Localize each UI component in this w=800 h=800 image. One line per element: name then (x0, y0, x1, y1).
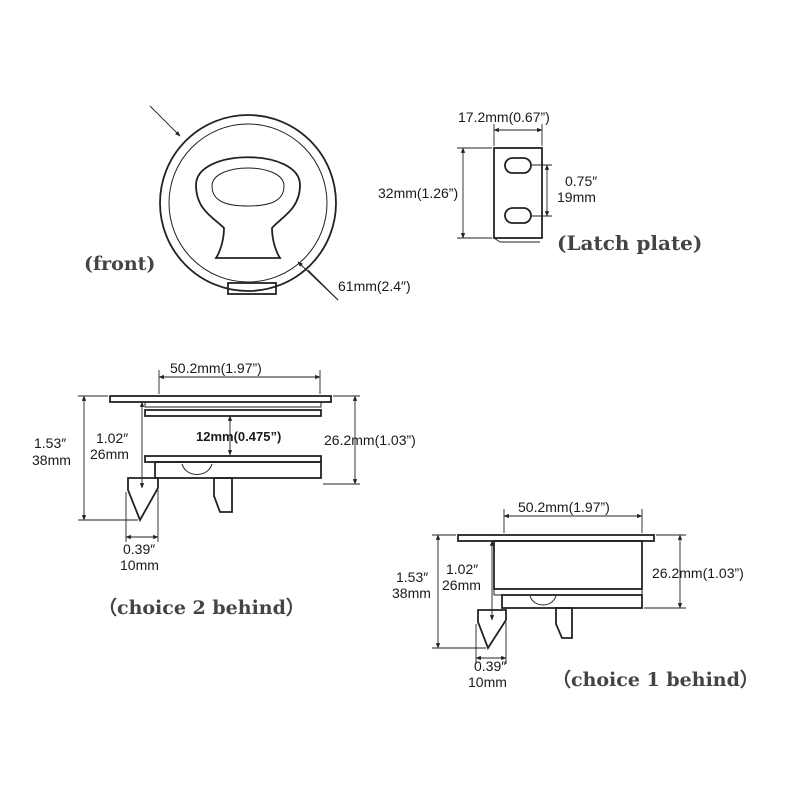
c2-hook (127, 477, 159, 523)
c1-top-width-label: 50.2mm(1.97”) (518, 499, 610, 515)
front-leader-arrow (297, 261, 339, 301)
c1-hook (477, 609, 507, 650)
c1-hook-mm: 10mm (468, 674, 507, 690)
c2-total-height-in: 1.53″ (34, 435, 66, 451)
front-base-tab (227, 282, 277, 295)
c2-latch-tongue (213, 477, 233, 513)
c1-hook-in: 0.39″ (474, 658, 506, 674)
c2-top-width-label: 50.2mm(1.97”) (170, 360, 262, 376)
c2-body-height-mm: 26mm (90, 446, 129, 462)
latch-caption: (Latch plate) (557, 231, 702, 255)
c2-hook-mm: 10mm (120, 557, 159, 573)
front-diameter-label: 61mm(2.4″) (338, 278, 411, 294)
front-inner-ring (168, 123, 328, 283)
c1-body-height-in: 1.02″ (446, 561, 478, 577)
c2-body-height-in: 1.02″ (96, 430, 128, 446)
choice-2-view: 50.2mm(1.97”) 12mm(0.475”) 1.53″ 38mm 1.… (32, 360, 416, 619)
latch-slot-spacing-mm: 19mm (557, 189, 596, 205)
c2-depth-label: 26.2mm(1.03”) (324, 432, 416, 448)
c1-total-height-mm: 38mm (392, 585, 431, 601)
front-caption: (front) (84, 253, 155, 275)
front-view: 61mm(2.4″) (front) (84, 105, 411, 301)
c2-flange (109, 395, 332, 403)
c2-hook-in: 0.39″ (123, 541, 155, 557)
c1-latch-tongue (555, 607, 573, 639)
latch-height-label: 32mm(1.26”) (378, 185, 458, 201)
pull-ring-opening (211, 167, 285, 207)
latch-width-label: 17.2mm(0.67”) (458, 109, 550, 125)
latch-slot-spacing-in: 0.75″ (565, 173, 597, 189)
latch-plate-body (493, 147, 543, 239)
latch-slot-top (504, 157, 532, 174)
pull-ring-handle (195, 156, 301, 259)
c1-total-height-in: 1.53″ (396, 569, 428, 585)
c2-caption: （choice 2 behind） (98, 596, 305, 619)
c1-depth-label: 26.2mm(1.03”) (652, 565, 744, 581)
c1-caption: （choice 1 behind） (552, 668, 759, 691)
choice-1-view: 50.2mm(1.97”) 1.53″ 38mm 1.02″ 26mm 26.2… (392, 499, 759, 691)
latch-plate-view: 17.2mm(0.67”) 32mm(1.26”) 0.75″ 19mm (La… (378, 109, 702, 255)
c1-flange (457, 534, 655, 542)
c2-total-height-mm: 38mm (32, 452, 71, 468)
front-leader-top (149, 105, 181, 137)
c2-upper-plate (144, 409, 322, 417)
c2-gap-label: 12mm(0.475”) (196, 429, 281, 444)
latch-slot-bottom (504, 207, 532, 224)
c1-body-height-mm: 26mm (442, 577, 481, 593)
c2-body (154, 461, 322, 479)
front-outer-ring (159, 114, 337, 292)
c1-base (501, 594, 643, 609)
c1-body (493, 540, 643, 590)
